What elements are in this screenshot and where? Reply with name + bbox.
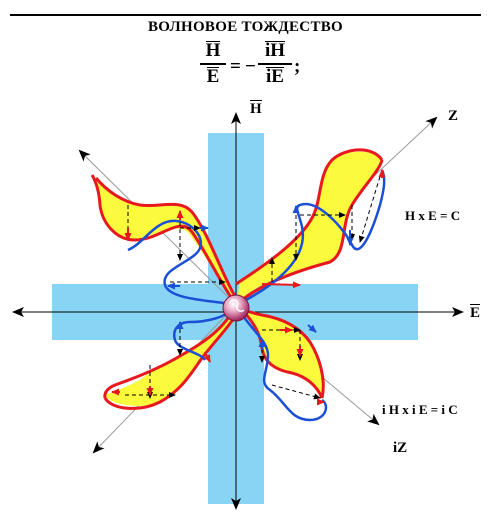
iz-axis-label: iZ [393,440,407,457]
center-particle-icon [223,295,249,321]
imaginary-cross-product-equation: i H x i E = i C [382,402,458,418]
z-axis-label: Z [448,108,458,125]
h-axis-label: H [250,100,262,118]
cross-product-equation: H x E = C [405,208,460,224]
e-axis-label: E [470,304,480,322]
